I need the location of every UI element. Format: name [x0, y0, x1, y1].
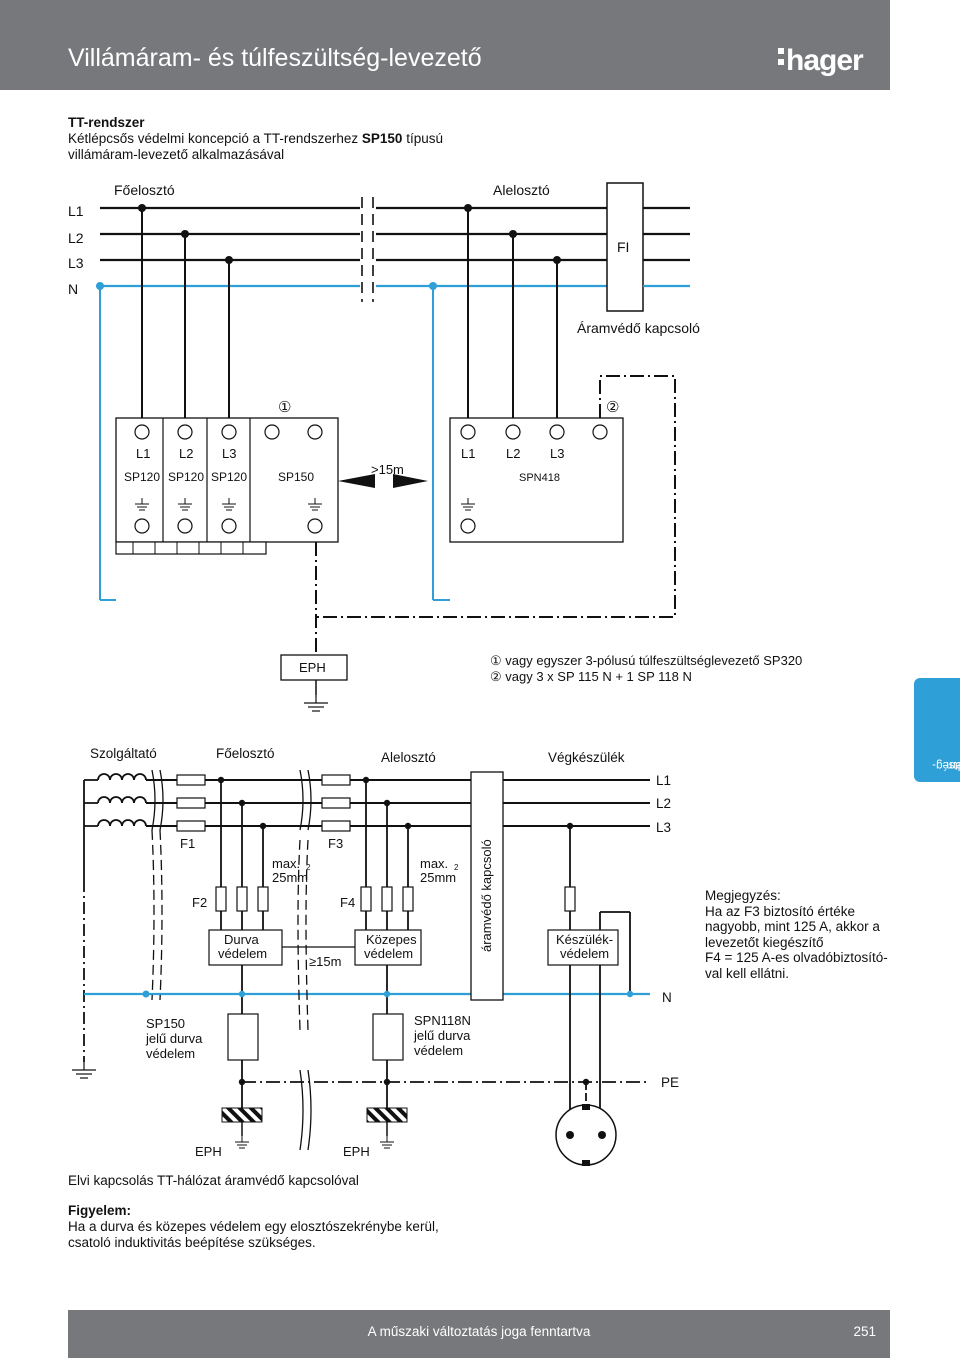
distance-label: >15m — [371, 462, 404, 477]
intro-line1: Kétlépcsős védelmi koncepció a TT-rendsz… — [68, 131, 443, 146]
page-title: Villámáram- és túlfeszültség-levezető — [68, 44, 482, 72]
b-line-n: N — [662, 990, 672, 1005]
note-line: F4 = 125 A-es olvadóbiztosító- — [705, 950, 888, 965]
intro-text: TT-rendszer Kétlépcsős védelmi koncepció… — [68, 115, 443, 163]
b-alelosztó-label: Alelosztó — [381, 750, 436, 765]
figure-caption: Elvi kapcsolás TT-hálózat áramvédő kapcs… — [68, 1173, 359, 1188]
bottom-diagram: Szolgáltató Főelosztó Alelosztó Végkészü… — [71, 746, 679, 1166]
aramvedo-label: Áramvédő kapcsoló — [577, 320, 700, 336]
f1-label: F1 — [180, 836, 195, 851]
foelosztó-label: Főelosztó — [114, 182, 175, 198]
line-label-n: N — [68, 281, 78, 297]
sp150-text-3: védelem — [146, 1046, 195, 1061]
sp150-text-1: SP150 — [146, 1016, 185, 1031]
footer-text: A műszaki változtatás joga fenntartva — [367, 1324, 591, 1339]
line-label-l3: L3 — [68, 255, 84, 271]
legend-2: ② vagy 3 x SP 115 N + 1 SP 118 N — [490, 669, 692, 684]
page-footer: A műszaki változtatás joga fenntartva 25… — [68, 1310, 890, 1358]
warning-line1: Ha a durva és közepes védelem egy eloszt… — [68, 1219, 439, 1234]
sq-label-1: 25mm — [272, 870, 308, 885]
legend-1: ① vagy egyszer 3-pólusú túlfeszültséglev… — [490, 653, 802, 668]
sp150-label: SP150 — [278, 470, 314, 484]
note-block: Megjegyzés: Ha az F3 biztosító értéke na… — [705, 888, 905, 981]
intro-heading: TT-rendszer — [68, 115, 145, 130]
sup-label-1: 2 — [306, 863, 311, 872]
f4-label: F4 — [340, 895, 355, 910]
page-header: Villámáram- és túlfeszültség-levezető ha… — [0, 0, 890, 90]
device-l2: L2 — [179, 446, 193, 461]
page-number: 251 — [853, 1324, 876, 1339]
sp120-3: SP120 — [211, 470, 247, 484]
b-eph-2: EPH — [343, 1144, 370, 1159]
side-tab[interactable]: Túlfeszültség-védelem — [914, 678, 960, 782]
keszulek-2: védelem — [560, 946, 609, 961]
note-line: val kell ellátni. — [705, 965, 790, 981]
b-line-pe: PE — [661, 1075, 679, 1090]
durva-1: Durva — [224, 932, 259, 947]
f2-label: F2 — [192, 895, 207, 910]
spn-text-3: védelem — [414, 1043, 463, 1058]
kozepes-1: Közepes — [366, 932, 417, 947]
aramvedo-vert-label: áramvédő kapcsoló — [479, 839, 494, 952]
line-label-l1: L1 — [68, 203, 84, 219]
top-diagram: Főelosztó Alelosztó L1 L2 L3 N FI Áramvé… — [68, 182, 802, 712]
spn418-label: SPN418 — [519, 472, 560, 484]
sp120-2: SP120 — [168, 470, 204, 484]
hager-logo: hager — [778, 44, 864, 78]
note-line: levezetőt kiegészítő — [705, 934, 824, 950]
warning-block: Figyelem: Ha a durva és közepes védelem … — [68, 1203, 439, 1251]
b-line-l3: L3 — [656, 820, 671, 835]
max-label-1: max. — [272, 856, 300, 871]
spn-text-1: SPN118N — [414, 1013, 471, 1028]
marker-2: ② — [606, 399, 619, 416]
note-line: Ha az F3 biztosító értéke — [705, 903, 856, 919]
kozepes-2: védelem — [364, 946, 413, 961]
fi-label: FI — [617, 239, 629, 255]
szolgaltato-label: Szolgáltató — [90, 746, 157, 761]
f3-label: F3 — [328, 836, 343, 851]
b-line-l1: L1 — [656, 773, 671, 788]
spn-l2: L2 — [506, 446, 520, 461]
b-eph-1: EPH — [195, 1144, 222, 1159]
device-l1: L1 — [136, 446, 150, 461]
marker-1: ① — [278, 399, 291, 416]
b-foelosztó-label: Főelosztó — [216, 746, 275, 761]
vegkeszulek-label: Végkészülék — [548, 750, 625, 765]
spn-text-2: jelű durva — [413, 1028, 471, 1043]
sp120-1: SP120 — [124, 470, 160, 484]
note-title: Megjegyzés: — [705, 888, 781, 903]
line-label-l2: L2 — [68, 230, 84, 246]
dist-label: ≥15m — [309, 954, 341, 969]
max-label-2: max. — [420, 856, 448, 871]
warning-line2: csatoló induktivitás beépítése szükséges… — [68, 1235, 316, 1250]
alelosztó-label: Alelosztó — [493, 182, 550, 198]
spn-l3: L3 — [550, 446, 564, 461]
keszulek-1: Készülék- — [556, 932, 613, 947]
note-line: nagyobb, mint 125 A, akkor a — [705, 919, 880, 934]
sp150-text-2: jelű durva — [145, 1031, 203, 1046]
durva-2: védelem — [218, 946, 267, 961]
device-l3: L3 — [222, 446, 236, 461]
spn-l1: L1 — [461, 446, 475, 461]
sq-label-2: 25mm — [420, 870, 456, 885]
b-line-l2: L2 — [656, 796, 671, 811]
sup-label-2: 2 — [454, 863, 459, 872]
warning-title: Figyelem: — [68, 1203, 132, 1218]
intro-line2: villámáram-levezető alkalmazásával — [68, 147, 285, 162]
top-eph-label: EPH — [299, 660, 326, 675]
